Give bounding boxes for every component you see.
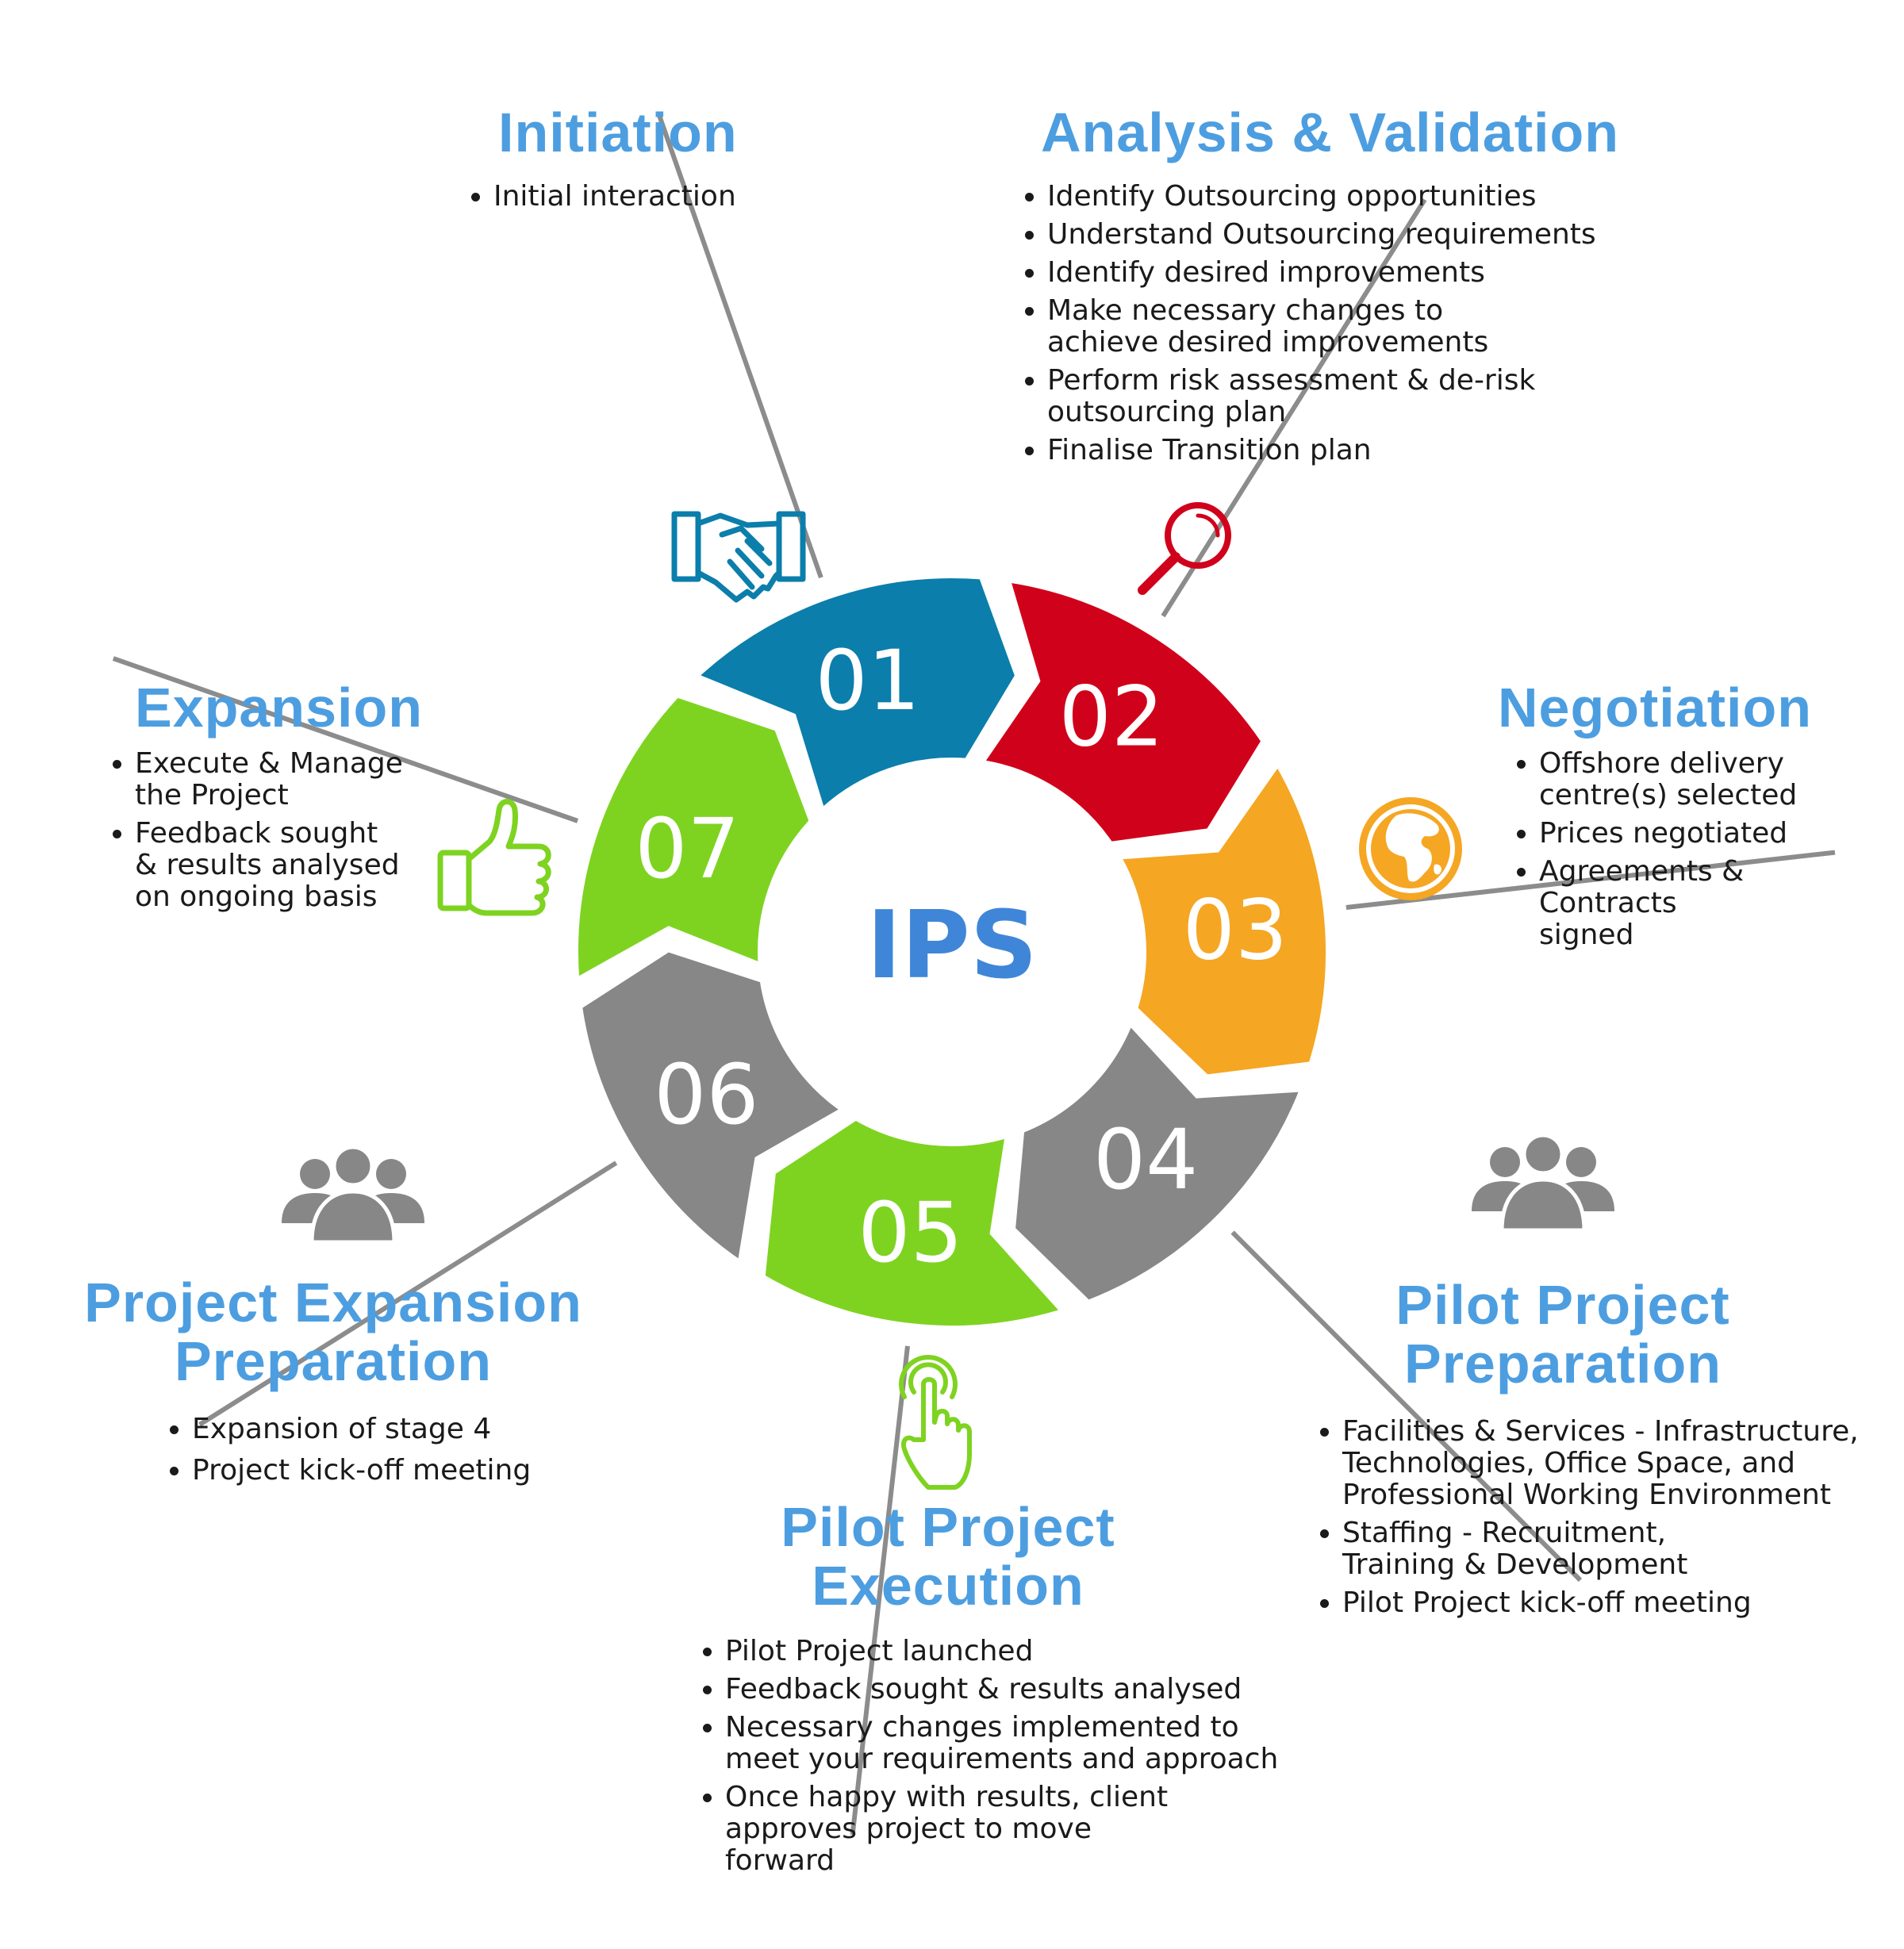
segment-ring [570,570,1334,1333]
segment-number: 05 [858,1184,962,1281]
pilot-prep-section: Pilot Project Preparation [1301,1276,1825,1393]
segment-number: 07 [635,800,739,897]
divider-lines [112,112,1836,1836]
team-icon [282,1145,424,1245]
segment-07 [570,689,818,989]
list-item: Feedback sought & results analysed [725,1674,1312,1705]
divider-line [656,112,823,579]
segment-number: 01 [815,632,919,729]
expansion-prep-bullets-wrap: Expansion of stage 4 Project kick-off me… [151,1414,531,1493]
pilot-prep-title-line1: Pilot Project [1395,1274,1730,1336]
pilot-exec-title-line1: Pilot Project [781,1496,1115,1558]
negotiation-section: Negotiation Offshore delivery centre(s) … [1498,678,1841,957]
list-item: Necessary changes implemented to meet yo… [725,1712,1312,1775]
list-item: Once happy with results, client approves… [725,1782,1201,1877]
pilot-prep-bullets: Facilities & Services - Infrastructure, … [1301,1416,1890,1619]
globe-icon [1359,797,1462,900]
pilot-prep-title-line2: Preparation [1404,1333,1722,1395]
list-item: Identify Outsourcing opportunities [1047,181,1634,213]
center-disc [765,765,1139,1139]
handshake-icon [671,511,806,603]
segment-01 [686,570,1023,821]
divider-line [1161,198,1427,618]
team-icon [1472,1133,1614,1233]
list-item: Identify desired improvements [1047,257,1634,289]
list-item: Pilot Project kick-off meeting [1342,1587,1890,1619]
segment-06 [574,943,854,1272]
pilot-exec-bullets: Pilot Project launched Feedback sought &… [684,1636,1312,1877]
list-item: Offshore delivery centre(s) selected [1539,748,1841,811]
pilot-prep-bullets-wrap: Facilities & Services - Infrastructure, … [1301,1416,1890,1625]
expansion-section: Expansion Execute & Manage the Project F… [94,678,452,919]
touch-hand-icon [899,1355,972,1490]
list-item: Feedback sought & results analysed on on… [135,818,405,913]
divider-line [112,656,579,823]
magnifier-icon [1138,502,1231,595]
list-item: Understand Outsourcing requirements [1047,219,1634,251]
list-item: Expansion of stage 4 [192,1414,531,1445]
divider-line [1345,850,1836,910]
initiation-section: Initiation Initial interaction [452,103,738,219]
analysis-title: Analysis & Validation [1041,102,1619,163]
list-item: Initial interaction [493,181,738,213]
list-item: Pilot Project launched [725,1636,1312,1667]
expansion-prep-section: Project Expansion Preparation [79,1273,587,1391]
thumbs-up-icon [437,799,551,916]
expansion-prep-title-line2: Preparation [175,1330,492,1392]
expansion-bullets: Execute & Manage the Project Feedback so… [94,748,452,913]
segment-02 [972,573,1270,850]
pilot-exec-bullets-wrap: Pilot Project launched Feedback sought &… [684,1636,1312,1883]
list-item: Staffing - Recruitment, Training & Devel… [1342,1517,1715,1581]
center-label: IPS [866,890,1037,999]
divider-line [198,1161,618,1427]
pilot-exec-section: Pilot Project Execution [698,1498,1198,1615]
center-circle [765,765,1139,1139]
list-item: Perform risk assessment & de-risk outsou… [1047,365,1539,428]
list-item: Make necessary changes to achieve desire… [1047,295,1539,359]
segment-number: 02 [1059,669,1164,765]
segment-number: 03 [1183,881,1288,978]
initiation-title: Initiation [498,102,738,163]
expansion-title: Expansion [135,677,423,739]
list-item: Finalise Transition plan [1047,435,1634,466]
list-item: Project kick-off meeting [192,1455,531,1487]
segment-number: 06 [654,1046,758,1143]
pilot-exec-title-line2: Execution [812,1555,1084,1617]
segment-numbers: 01 02 03 04 05 06 07 [635,632,1288,1281]
list-item: Agreements & Contracts signed [1539,856,1777,951]
segment-05 [757,1111,1073,1333]
negotiation-title: Negotiation [1498,677,1812,739]
analysis-bullets: Identify Outsourcing opportunities Under… [1006,181,1634,466]
analysis-section: Analysis & Validation Identify Outsourci… [1006,103,1634,473]
divider-line [1230,1230,1583,1583]
expansion-prep-bullets: Expansion of stage 4 Project kick-off me… [151,1414,531,1487]
list-item: Facilities & Services - Infrastructure, … [1342,1416,1890,1511]
divider-line [850,1345,910,1836]
list-item: Execute & Manage the Project [135,748,405,811]
initiation-bullets: Initial interaction [452,181,738,213]
segment-04 [1007,1013,1311,1309]
list-item: Prices negotiated [1539,818,1841,850]
expansion-prep-title-line1: Project Expansion [84,1272,582,1333]
segment-03 [1109,754,1334,1083]
negotiation-bullets: Offshore delivery centre(s) selected Pri… [1498,748,1841,951]
segment-number: 04 [1093,1111,1198,1208]
